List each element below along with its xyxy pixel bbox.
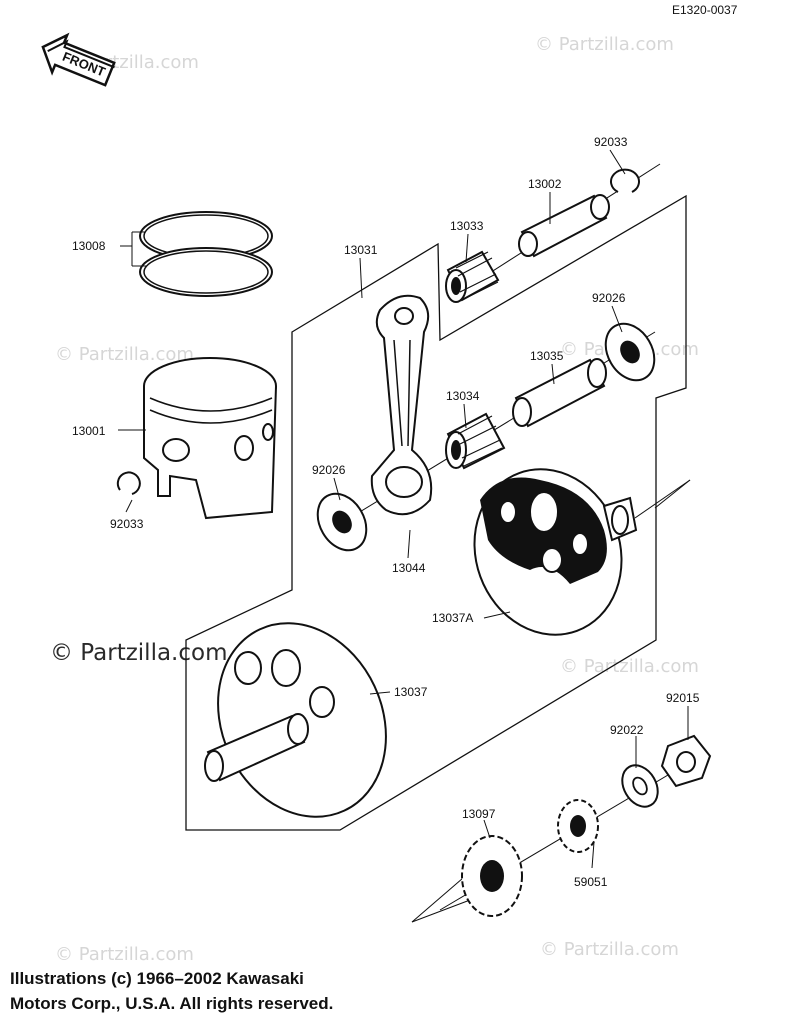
circlip-92033-left — [116, 471, 141, 495]
part-labels: 92033 13002 13033 13008 13031 92026 1303… — [72, 135, 700, 889]
gear-59051 — [557, 799, 599, 853]
piston-13001 — [143, 357, 277, 520]
washer-92022 — [621, 764, 659, 808]
label-13033: 13033 — [450, 219, 484, 233]
label-13044: 13044 — [392, 561, 426, 575]
label-92026-left: 92026 — [312, 463, 346, 477]
gear-13097 — [461, 835, 523, 917]
watermark-text: © Partzilla.com — [55, 344, 194, 365]
piston-rings-13008 — [139, 211, 273, 297]
label-92022: 92022 — [610, 723, 644, 737]
front-arrow-icon: FRONT — [41, 32, 116, 87]
copyright-line-2: Motors Corp., U.S.A. All rights reserved… — [10, 994, 334, 1013]
connecting-rod-13031 — [370, 294, 433, 516]
diagram-ref-code: E1320-0037 — [672, 3, 738, 17]
circlip-92033-top — [610, 168, 640, 193]
label-13037: 13037 — [394, 685, 428, 699]
needle-bearing-13034 — [445, 412, 506, 470]
piston-pin-13002 — [518, 194, 610, 258]
copyright-line-1: Illustrations (c) 1966–2002 Kawasaki — [10, 969, 304, 988]
copyright-notice: Illustrations (c) 1966–2002 Kawasaki Mot… — [10, 966, 333, 1016]
label-13034: 13034 — [446, 389, 480, 403]
label-92033-top: 92033 — [594, 135, 628, 149]
watermark-text: © Partzilla.com — [55, 944, 194, 965]
crank-half-13037 — [204, 622, 387, 818]
watermark-text: © Partzilla.com — [540, 939, 679, 960]
watermark-text: © Partzilla.com — [50, 640, 228, 666]
needle-bearing-13033 — [445, 250, 500, 303]
crank-half-13037A — [473, 468, 638, 636]
thrust-washer-92026-left — [316, 492, 368, 552]
nut-92015 — [660, 734, 712, 788]
label-13037A: 13037A — [432, 611, 473, 625]
watermark-text: © Partzilla.com — [560, 656, 699, 677]
label-13002: 13002 — [528, 177, 562, 191]
label-13008: 13008 — [72, 239, 106, 253]
assembly-group-outline — [185, 194, 687, 831]
thrust-washer-92026-right — [604, 322, 656, 382]
watermarks: © Partzilla.com © Partzilla.com © Partzi… — [50, 34, 699, 965]
leader-lines — [118, 149, 689, 869]
crank-pin-13035 — [512, 358, 607, 428]
label-92033-left: 92033 — [110, 517, 144, 531]
label-92026-right: 92026 — [592, 291, 626, 305]
label-92015: 92015 — [666, 691, 700, 705]
watermark-text: © Partzilla.com — [535, 34, 674, 55]
label-13031: 13031 — [344, 243, 378, 257]
label-59051: 59051 — [574, 875, 608, 889]
label-13035: 13035 — [530, 349, 564, 363]
label-13097: 13097 — [462, 807, 496, 821]
label-13001: 13001 — [72, 424, 106, 438]
